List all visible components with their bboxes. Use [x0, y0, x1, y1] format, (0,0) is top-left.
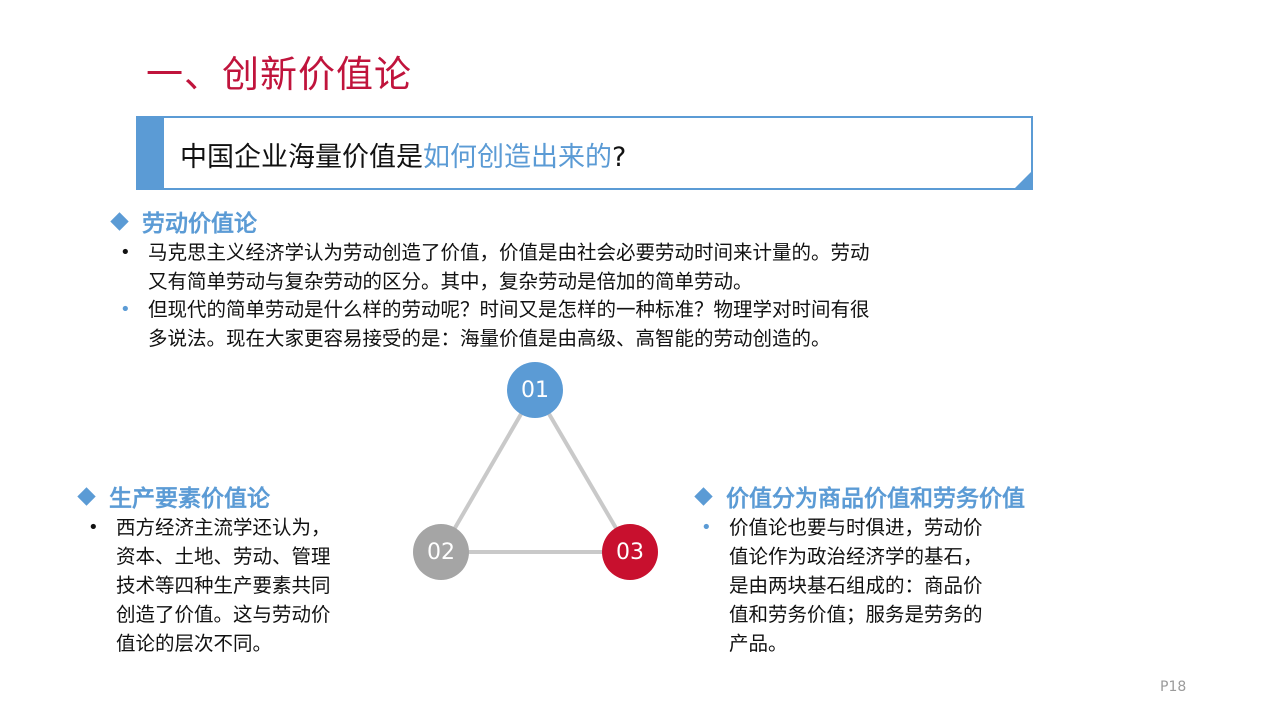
goods-services-heading: 价值分为商品价值和劳务价值 [694, 479, 1025, 513]
node-02: 02 [413, 524, 469, 580]
question-box: 中国企业海量价值是如何创造出来的? [136, 116, 1033, 190]
question-corner-triangle [1013, 170, 1033, 190]
factors-bullet: • 西方经济主流学还认为， 资本、土地、劳动、管理 技术等四种生产要素共同 创造… [88, 513, 406, 658]
goods-services-bullet: • 价值论也要与时俱进，劳动价 值论作为政治经济学的基石， 是由两块基石组成的：… [701, 513, 1069, 658]
bullet-dot-icon: • [120, 242, 131, 263]
bullet-dot-icon: • [701, 517, 712, 538]
labor-theory-heading: 劳动价值论 [110, 204, 257, 238]
bullet-dot-icon: • [120, 299, 131, 320]
question-part1: 中国企业海量价值是 [180, 142, 423, 173]
labor-bullet-2-line-1: 但现代的简单劳动是什么样的劳动呢？时间又是怎样的一种标准？物理学对时间有很 [148, 298, 870, 321]
question-accent-bar [136, 116, 164, 190]
diamond-bullet-icon [77, 486, 96, 506]
labor-bullet-2-line-2: 多说法。现在大家更容易接受的是：海量价值是由高级、高智能的劳动创造的。 [148, 327, 831, 350]
question-part2: ? [612, 142, 627, 173]
question-text: 中国企业海量价值是如何创造出来的? [180, 135, 626, 174]
node-03: 03 [602, 524, 658, 580]
bullet-dot-icon: • [88, 517, 99, 538]
goods-services-line-2: 值论作为政治经济学的基石， [729, 545, 983, 568]
edge-01-02 [439, 388, 537, 554]
goods-services-line-3: 是由两块基石组成的：商品价 [729, 574, 983, 597]
goods-services-line-1: 价值论也要与时俱进，劳动价 [729, 516, 983, 539]
page-number: P18 [1160, 679, 1187, 695]
goods-services-line-4: 值和劳务价值；服务是劳务的 [729, 603, 983, 626]
labor-bullet-2: • 但现代的简单劳动是什么样的劳动呢？时间又是怎样的一种标准？物理学对时间有很 … [120, 295, 1048, 353]
factors-line-1: 西方经济主流学还认为， [116, 516, 331, 539]
factors-line-3: 技术等四种生产要素共同 [116, 574, 331, 597]
diamond-bullet-icon [694, 486, 713, 506]
factors-heading: 生产要素价值论 [77, 479, 270, 513]
goods-services-heading-text: 价值分为商品价值和劳务价值 [726, 486, 1025, 512]
labor-bullet-1-line-1: 马克思主义经济学认为劳动创造了价值，价值是由社会必要劳动时间来计量的。劳动 [148, 241, 870, 264]
factors-heading-text: 生产要素价值论 [109, 486, 270, 512]
node-01: 01 [507, 362, 563, 418]
labor-bullet-1: • 马克思主义经济学认为劳动创造了价值，价值是由社会必要劳动时间来计量的。劳动 … [120, 238, 1048, 296]
labor-theory-heading-text: 劳动价值论 [142, 211, 257, 237]
diamond-bullet-icon [110, 211, 129, 231]
triangle-diagram [439, 388, 632, 554]
goods-services-line-5: 产品。 [729, 632, 788, 655]
factors-line-4: 创造了价值。这与劳动价 [116, 603, 331, 626]
factors-line-2: 资本、土地、劳动、管理 [116, 545, 331, 568]
labor-bullet-1-line-2: 又有简单劳动与复杂劳动的区分。其中，复杂劳动是倍加的简单劳动。 [148, 270, 753, 293]
question-highlight: 如何创造出来的 [423, 142, 612, 173]
factors-line-5: 值论的层次不同。 [116, 632, 273, 655]
edge-01-03 [533, 388, 632, 554]
page-title: 一、创新价值论 [146, 53, 412, 96]
